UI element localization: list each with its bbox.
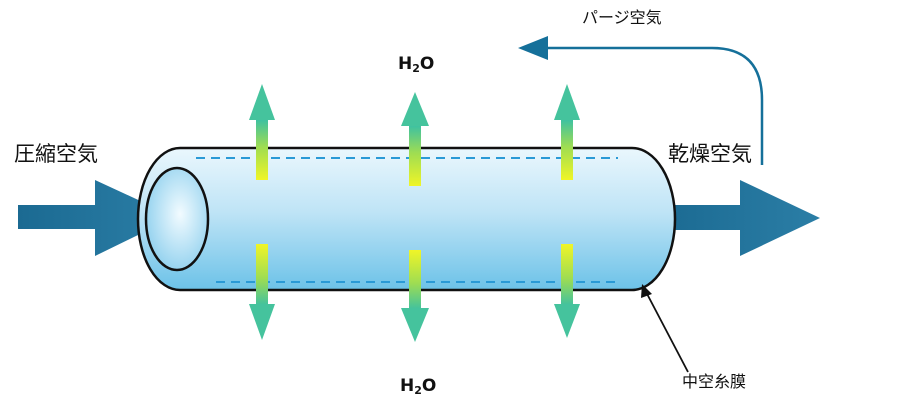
hollow-fiber-tube [136, 146, 677, 292]
purge-air-label: パージ空気 [582, 8, 662, 27]
water-permeation-arrow-up-1 [249, 84, 275, 180]
tube-open-end [144, 166, 210, 272]
water-permeation-arrow-up-3 [554, 84, 580, 180]
inlet-flow-arrow [18, 180, 175, 256]
water-label-bottom: H2O [400, 376, 437, 397]
water-label-top: H2O [398, 54, 435, 75]
dry-air-label: 乾燥空気 [668, 142, 752, 166]
water-permeation-arrow-down-1 [249, 244, 275, 340]
water-permeation-arrow-down-3 [554, 244, 580, 338]
outlet-flow-arrow [660, 180, 820, 256]
membrane-leader-arrowhead [641, 284, 652, 298]
water-permeation-arrow-down-2 [401, 250, 429, 342]
hollow-fiber-membrane-label: 中空糸膜 [682, 372, 747, 391]
purge-air-arrowhead [518, 36, 548, 60]
water-permeation-arrow-up-2 [401, 92, 429, 186]
purge-air-line [545, 46, 764, 165]
compressed-air-label: 圧縮空気 [14, 142, 98, 166]
membrane-leader-line [644, 289, 689, 373]
